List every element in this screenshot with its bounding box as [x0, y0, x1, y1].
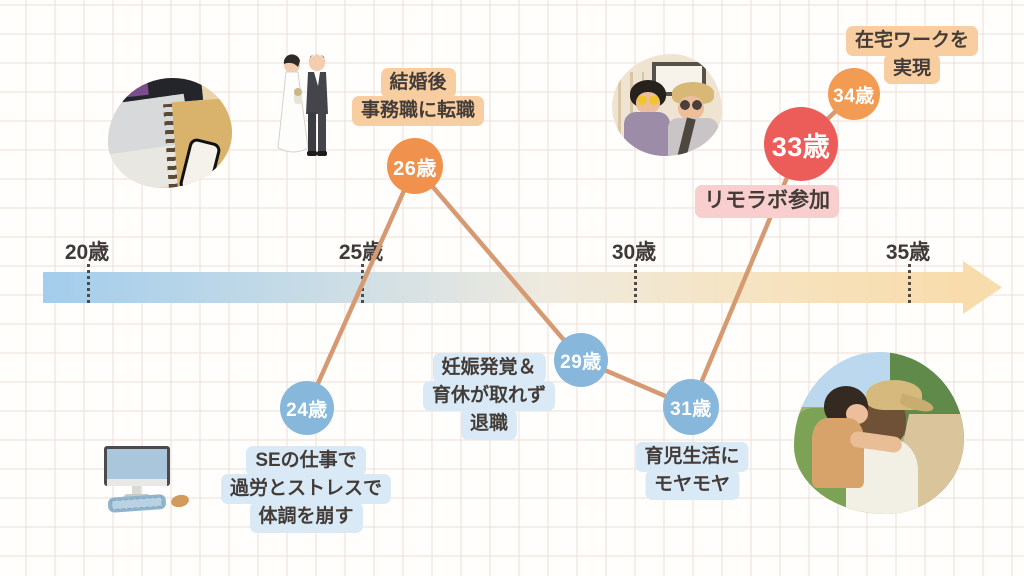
- event-label-remolab-join: リモラボ参加: [695, 185, 839, 218]
- age-node-24歳: 24歳: [280, 381, 334, 435]
- axis-dotted-tick: [908, 264, 911, 303]
- event-label-line: リモラボ参加: [695, 185, 839, 218]
- event-label-marriage-office-job: 結婚後事務職に転職: [351, 68, 485, 127]
- event-label-pregnancy-resign: 妊娠発覚＆育休が取れず退職: [422, 353, 556, 440]
- event-label-childcare-moyamoya: 育児生活にモヤモヤ: [635, 442, 749, 501]
- timeline-connector-line: [304, 163, 418, 411]
- timeline-connector-line: [412, 163, 584, 363]
- axis-dotted-tick: [87, 264, 90, 303]
- age-node-34歳: 34歳: [828, 68, 880, 120]
- child-shirt: [624, 112, 670, 156]
- event-label-line: 育児生活に: [635, 442, 749, 473]
- age-node-31歳: 31歳: [663, 379, 719, 435]
- child-shirt-tan: [812, 418, 864, 488]
- timeline-arrow-body: [43, 272, 965, 303]
- event-label-line: 体調を崩す: [249, 502, 363, 533]
- age-node-29歳: 29歳: [554, 333, 608, 387]
- axis-age-label: 20歳: [64, 241, 110, 264]
- event-label-line: 結婚後: [380, 68, 456, 99]
- event-label-line: 過労とストレスで: [220, 474, 392, 505]
- event-label-remote-work-achieved: 在宅ワークを実現: [845, 26, 979, 85]
- event-label-line: SEの仕事で: [246, 446, 366, 477]
- event-label-line: 事務職に転職: [351, 96, 485, 127]
- axis-age-label: 35歳: [885, 241, 931, 264]
- event-label-se-overwork: SEの仕事で過労とストレスで体調を崩す: [220, 446, 392, 533]
- age-node-26歳: 26歳: [387, 138, 443, 194]
- axis-age-label: 30歳: [611, 241, 657, 264]
- event-label-line: 育休が取れず: [422, 381, 556, 412]
- event-label-line: 実現: [883, 54, 941, 85]
- wedding-couple-illustration: [277, 54, 328, 156]
- desk-laptop-photo: [108, 78, 232, 188]
- parent-sunglasses-icon: [678, 100, 704, 110]
- desktop-computer-illustration: [104, 446, 189, 513]
- event-label-line: 在宅ワークを: [845, 26, 979, 57]
- event-label-line: モヤモヤ: [644, 470, 740, 501]
- event-label-line: 妊娠発覚＆: [432, 353, 546, 384]
- timeline-connector-line: [688, 141, 804, 410]
- age-node-33歳: 33歳: [764, 107, 838, 181]
- axis-dotted-tick: [634, 264, 637, 303]
- event-label-line: 退職: [460, 409, 518, 440]
- child-sunglasses-icon: [636, 96, 660, 105]
- piggyback-field-photo: [794, 352, 964, 514]
- parent-child-sunglasses-photo: [612, 54, 722, 156]
